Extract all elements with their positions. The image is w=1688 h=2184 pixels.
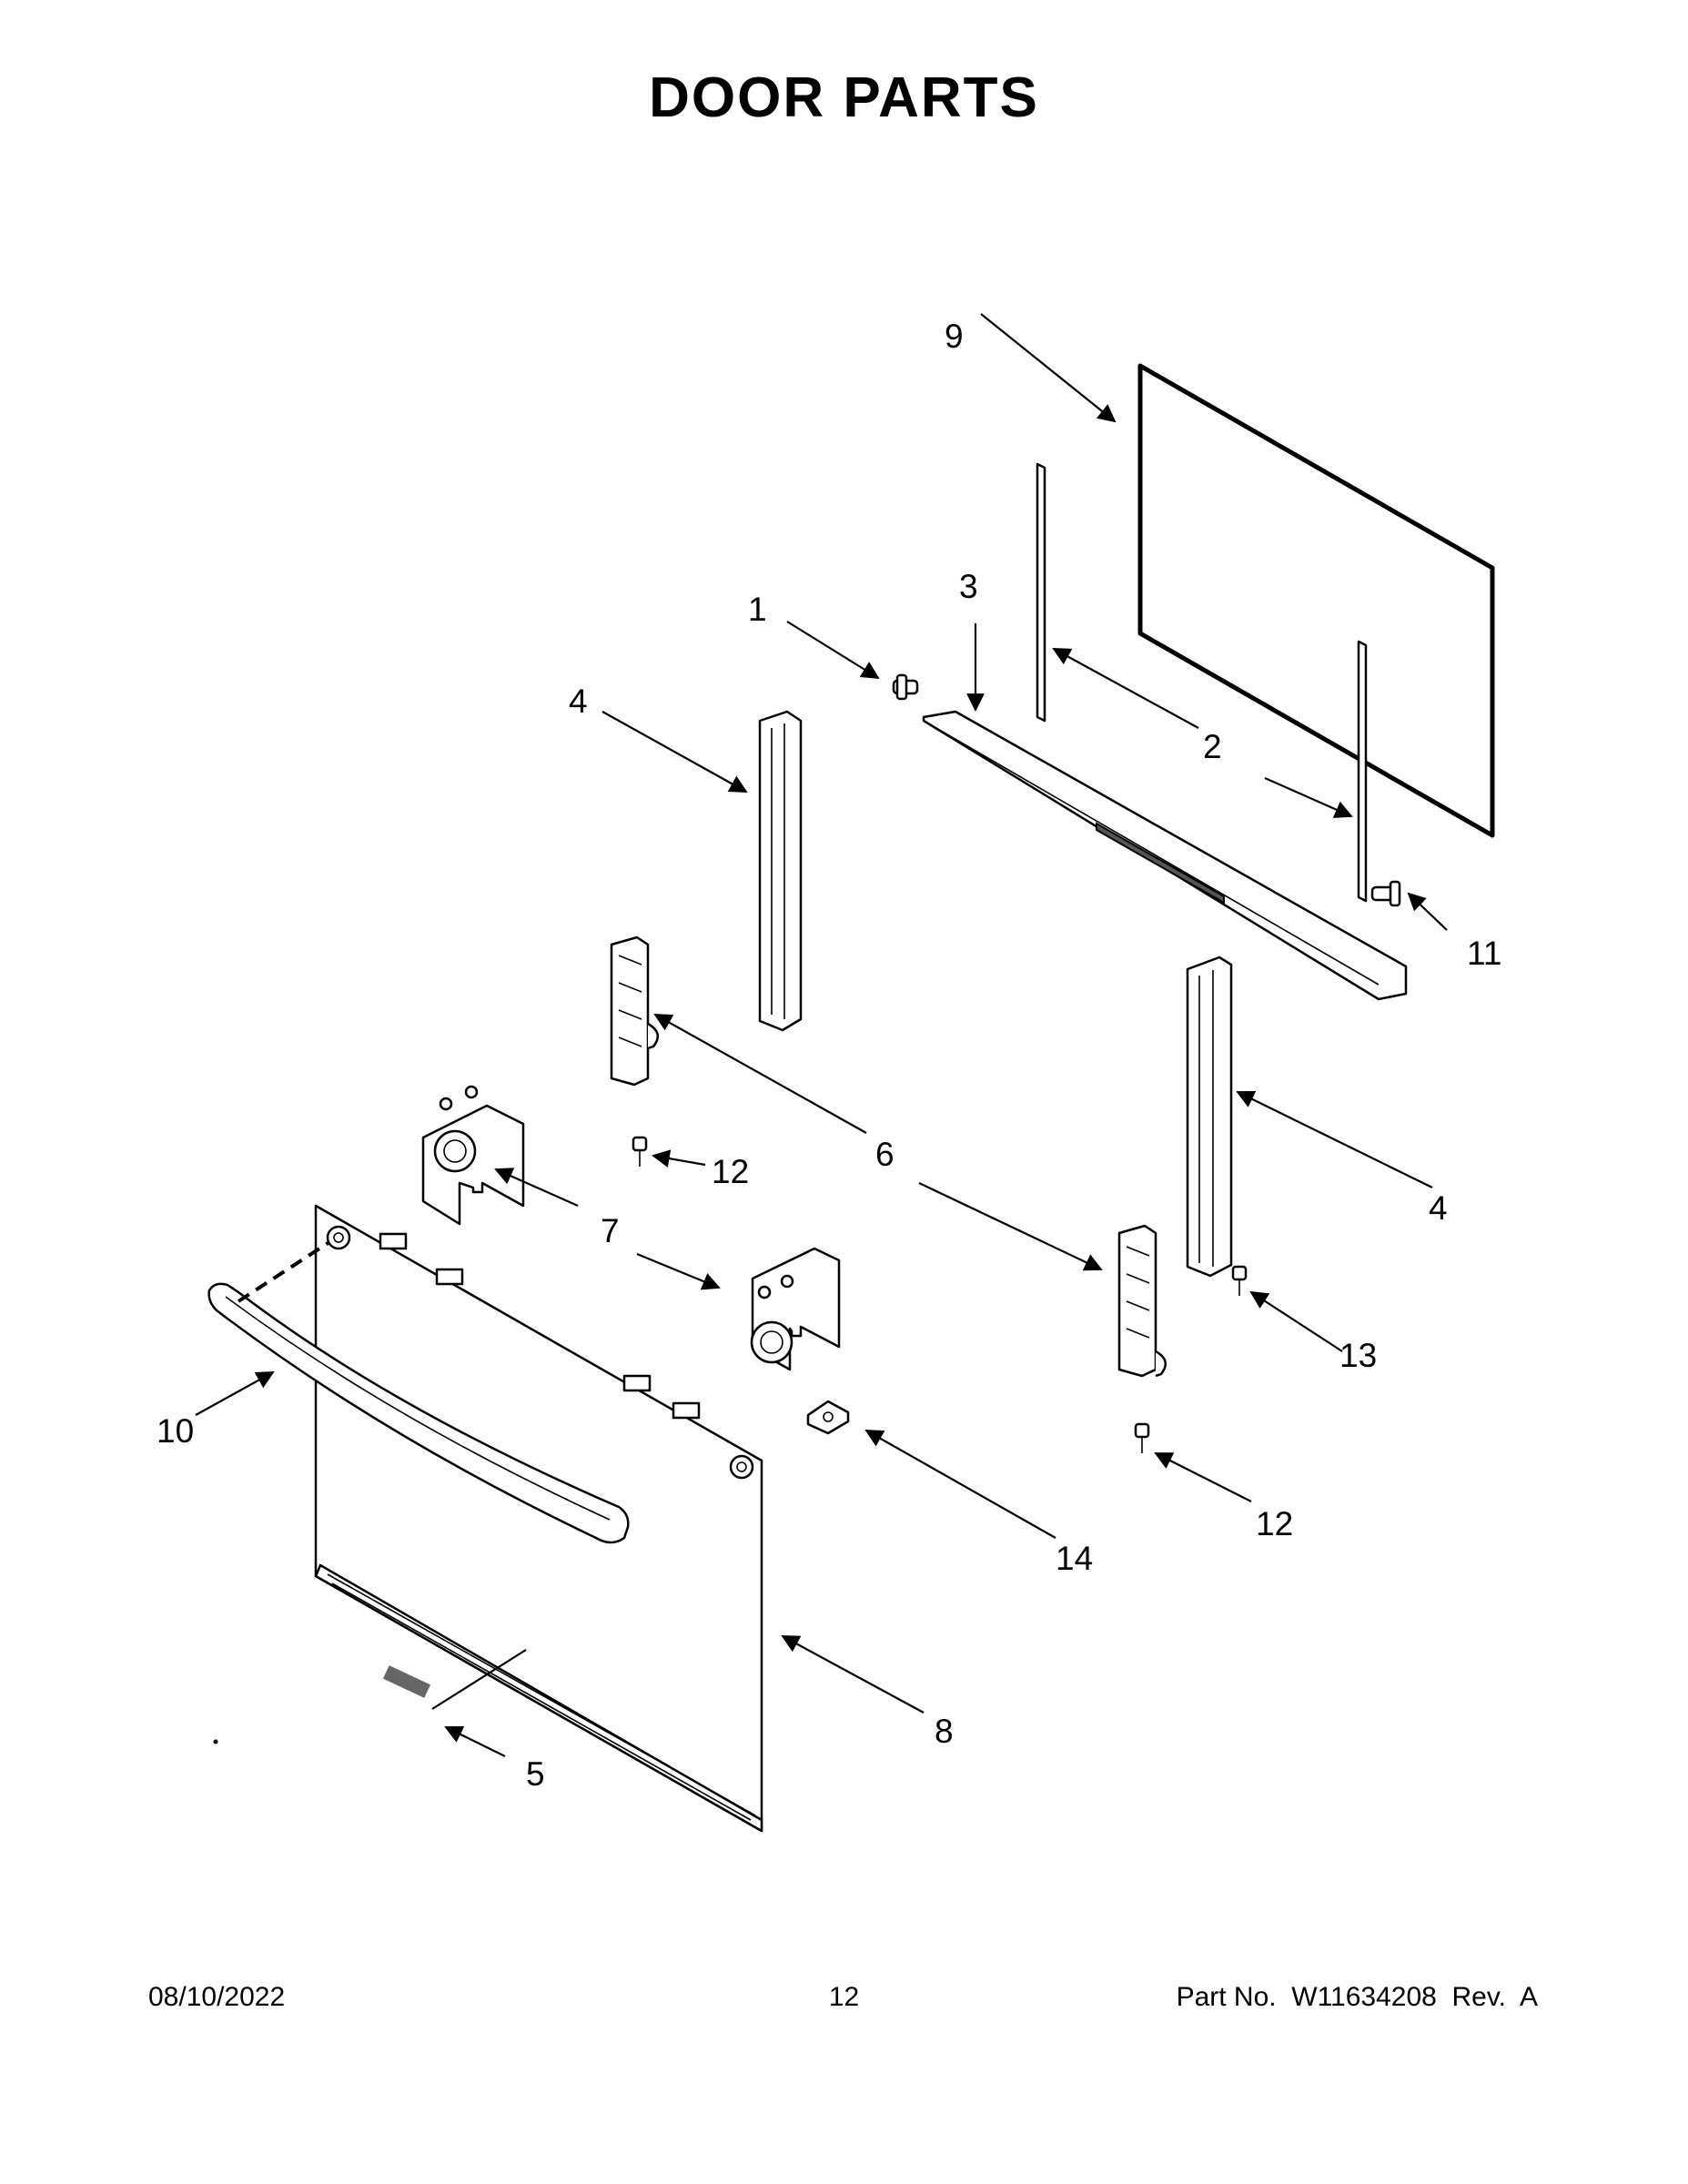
callout-13: 13: [1339, 1337, 1377, 1374]
callout-3: 3: [959, 568, 978, 605]
part-8-outer-door-panel: [314, 1204, 763, 1833]
callout-6: 6: [875, 1136, 895, 1173]
callout-5: 5: [526, 1755, 545, 1793]
page-title: DOOR PARTS: [649, 66, 1039, 129]
footer-part-number: Part No. W11634208 Rev. A: [1176, 1982, 1538, 2012]
callout-4-left: 4: [569, 682, 588, 720]
part-5-logo-badge: [382, 1665, 431, 1698]
part-6-hinge-right: [1117, 1224, 1167, 1378]
callout-14: 14: [1056, 1540, 1093, 1577]
part-7-hinge-bracket-right: [750, 1247, 841, 1371]
part-11-screw: [1370, 880, 1401, 907]
part-4-side-channel-left: [758, 710, 803, 1032]
part-13-screw: [1231, 1265, 1248, 1296]
part-7-hinge-bracket-left: [421, 1085, 525, 1226]
part-2-glass-retainers: [1036, 462, 1368, 903]
callout-10: 10: [157, 1412, 194, 1450]
part-12-screw-upper: [632, 1136, 648, 1167]
callout-4-right: 4: [1429, 1189, 1448, 1227]
callout-8: 8: [935, 1713, 954, 1750]
part-10-door-handle: [207, 1282, 630, 1544]
footer-page-number: 12: [828, 1982, 860, 2012]
callout-7: 7: [601, 1212, 620, 1249]
leader-lines: [195, 313, 1448, 1757]
part-3-door-trim: [922, 710, 1408, 1001]
part-14-clip: [806, 1400, 850, 1435]
callout-11: 11: [1467, 935, 1501, 972]
callout-1: 1: [748, 591, 767, 628]
callout-2: 2: [1203, 728, 1222, 765]
footer-date: 08/10/2022: [148, 1982, 286, 2012]
part-4-side-channel-right: [1186, 956, 1233, 1278]
part-6-hinge-left: [610, 935, 660, 1087]
callout-12-upper: 12: [712, 1153, 749, 1190]
part-9-inner-glass: [1137, 363, 1495, 838]
callout-12-lower: 12: [1256, 1505, 1293, 1542]
part-1-screw: [892, 673, 919, 701]
callout-9: 9: [945, 318, 964, 355]
part-12-screw-lower: [1134, 1422, 1150, 1453]
